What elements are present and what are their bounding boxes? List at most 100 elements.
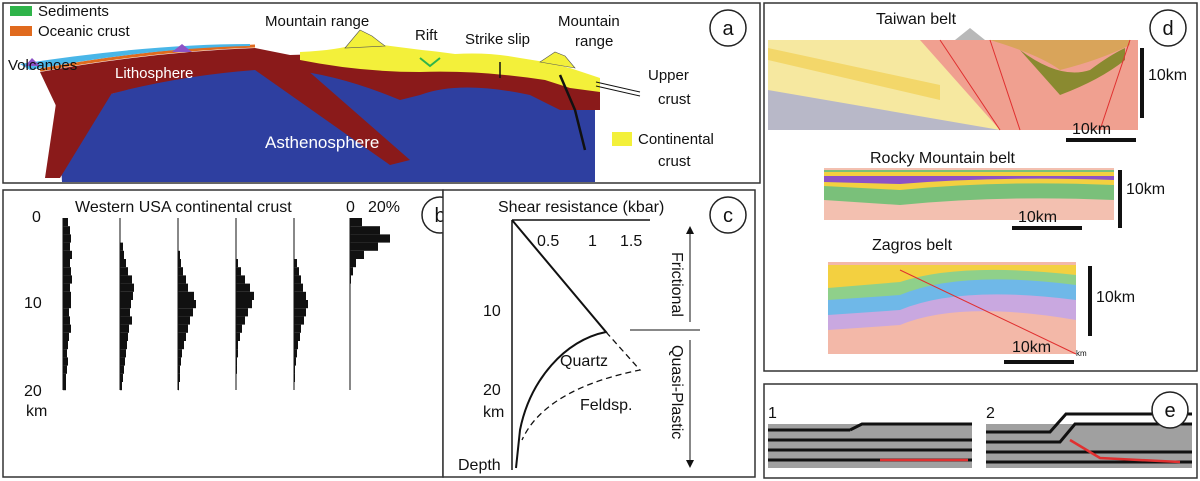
histogram-bar — [236, 300, 252, 309]
depth-unit: km — [26, 403, 47, 420]
histogram-bar — [63, 324, 71, 333]
label-quartz: Quartz — [560, 353, 608, 370]
histogram-bar — [294, 357, 296, 366]
label-quasi-plastic: Quasi-Plastic — [668, 345, 685, 439]
x-tick-1-5: 1.5 — [620, 233, 642, 250]
histogram-bar — [120, 373, 123, 382]
label-rift: Rift — [415, 27, 438, 44]
histogram-bar — [63, 267, 71, 276]
histogram-bar — [294, 267, 299, 276]
label-volcanoes: Volcanoes — [8, 57, 77, 74]
panel-d-letter: d — [1162, 18, 1173, 40]
label-lithosphere: Lithosphere — [115, 65, 193, 82]
label-mountain-range-2-line2: range — [575, 33, 613, 50]
histogram-bar — [63, 259, 70, 268]
panel-c: Shear resistance (kbar) 0.5 1 1.5 10 20 … — [442, 189, 756, 478]
histogram-bar — [294, 300, 308, 309]
legend-swatch-oceanic-crust — [10, 26, 32, 36]
zagros-km-label: km — [1076, 349, 1087, 358]
panel-e-letter: e — [1164, 400, 1175, 422]
histogram-bar — [63, 316, 70, 325]
depth-tick-0: 0 — [32, 209, 41, 226]
label-mountain-range-1: Mountain range — [265, 13, 369, 30]
label-rocky-belt: Rocky Mountain belt — [870, 150, 1016, 167]
histogram-bar — [120, 316, 132, 325]
histogram-bar — [236, 349, 238, 358]
histogram-bar — [350, 267, 353, 276]
panel-d: Taiwan belt 10km 10km Rocky Mountain bel… — [763, 2, 1198, 372]
histogram-bar — [236, 308, 248, 317]
histogram-bar — [236, 283, 250, 292]
label-asthenosphere: Asthenosphere — [265, 133, 379, 152]
histogram-bar — [63, 275, 72, 284]
zagros-section — [828, 262, 1077, 355]
y-label-depth: Depth — [458, 457, 501, 474]
zagros-horizontal-scale-label: 10km — [1012, 339, 1051, 356]
fold-step-1 — [768, 422, 972, 468]
histogram-bar — [350, 259, 356, 268]
histogram-bar — [350, 234, 390, 243]
histogram-bar — [350, 250, 364, 259]
histogram-bar — [120, 275, 132, 284]
histogram-bar — [63, 300, 71, 309]
label-upper-crust-line2: crust — [658, 91, 691, 108]
histogram-bar — [294, 373, 295, 382]
panel-c-letter: c — [723, 205, 733, 227]
histogram-bar — [178, 300, 196, 309]
quartz-strength-curve — [511, 219, 608, 469]
histogram-bar — [350, 242, 378, 251]
histogram-bar — [236, 341, 238, 350]
deep-fault — [558, 74, 587, 151]
fold-step-2 — [986, 412, 1192, 468]
histogram-bar — [63, 332, 69, 341]
histogram-bar — [178, 267, 183, 276]
legend-swatch-sediments — [10, 6, 32, 16]
label-feldspar: Feldsp. — [580, 397, 632, 414]
histogram-bar — [120, 332, 128, 341]
zagros-vertical-scale-label: 10km — [1096, 289, 1135, 306]
histogram-bar — [63, 283, 70, 292]
histogram-bar — [120, 267, 128, 276]
histogram-bar — [63, 242, 70, 251]
panel-c-letter-circle — [709, 196, 747, 234]
histogram-bar — [294, 316, 304, 325]
legend-label-continental-line2: crust — [658, 153, 691, 170]
histogram-bar — [120, 242, 123, 251]
histogram-bar — [178, 365, 180, 374]
histogram-bar — [236, 259, 238, 268]
histogram-bar — [294, 332, 300, 341]
histogram-bar — [63, 218, 68, 227]
mountain-range-peak-2 — [539, 51, 576, 69]
rift-feature — [419, 57, 441, 68]
mountain-range-peak-1 — [344, 29, 386, 49]
legend-label-sediments: Sediments — [38, 3, 109, 20]
panel-d-letter-circle — [1149, 9, 1187, 47]
histogram-bar — [120, 300, 131, 309]
histogram-bar — [120, 324, 129, 333]
histogram-bar — [294, 259, 297, 268]
legend-swatch-continental-crust — [612, 132, 632, 146]
panel-c-title: Shear resistance (kbar) — [498, 199, 664, 216]
histogram-bar — [120, 250, 124, 259]
legend-label-continental-line1: Continental — [638, 131, 714, 148]
histogram-bar — [236, 275, 245, 284]
histogram-bar — [178, 259, 181, 268]
rocky-vertical-scale-label: 10km — [1126, 181, 1165, 198]
histogram-bar — [350, 218, 362, 227]
histogram-bar — [236, 267, 241, 276]
histogram-bar — [120, 365, 124, 374]
feldspar-strength-curve — [521, 331, 642, 441]
histogram-bar — [294, 365, 295, 374]
panel-a-letter-circle — [709, 9, 747, 47]
label-mountain-range-2-line1: Mountain — [558, 13, 620, 30]
label-frictional: Frictional — [668, 252, 685, 317]
histogram-bar — [294, 324, 301, 333]
volcano-1 — [25, 58, 40, 66]
histogram-bar — [63, 341, 68, 350]
histogram-bar — [178, 275, 186, 284]
histogram-bar — [236, 316, 245, 325]
label-upper-crust-line1: Upper — [648, 67, 689, 84]
histogram-bar — [63, 349, 67, 358]
histogram-bar — [178, 357, 181, 366]
histogram-bar — [120, 382, 122, 391]
